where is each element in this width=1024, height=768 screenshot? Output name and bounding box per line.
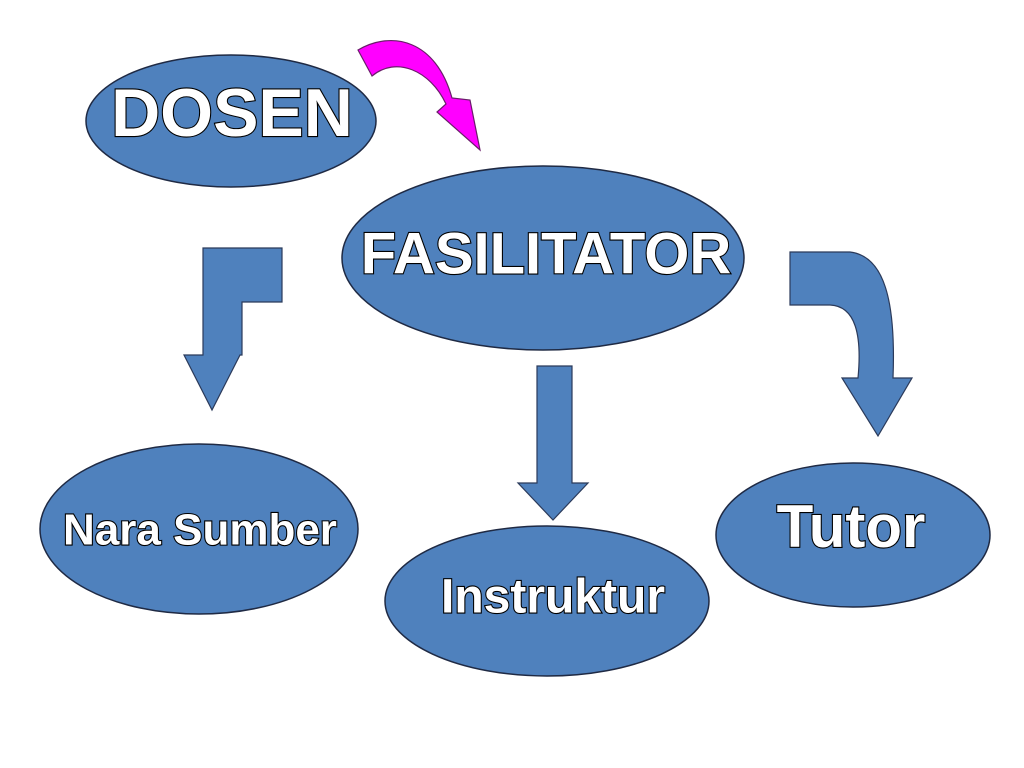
node-nara-sumber-shape: [39, 443, 359, 615]
node-tutor-label: Tutor: [777, 493, 926, 560]
node-instruktur-label: Instruktur: [441, 571, 665, 624]
node-fasilitator: FASILITATOR: [341, 165, 745, 351]
node-instruktur-shape: [384, 525, 710, 677]
node-dosen-shape: [85, 54, 377, 188]
node-nara-sumber-label: Nara Sumber: [63, 506, 337, 555]
node-fasilitator-shape: [341, 165, 745, 351]
arrow-fasilitator-to-instruktur: [516, 365, 590, 521]
node-fasilitator-label: FASILITATOR: [361, 221, 732, 286]
node-tutor-shape: [715, 462, 991, 608]
arrow-fasilitator-to-nara-sumber: [183, 247, 283, 412]
node-dosen: DOSEN: [85, 54, 377, 188]
node-tutor: Tutor: [715, 462, 991, 608]
node-instruktur: Instruktur: [384, 525, 710, 677]
node-nara-sumber: Nara Sumber: [39, 443, 359, 615]
arrow-dosen-to-fasilitator: [357, 39, 481, 152]
node-dosen-label: DOSEN: [111, 75, 353, 151]
arrow-fasilitator-to-tutor: [789, 251, 914, 438]
